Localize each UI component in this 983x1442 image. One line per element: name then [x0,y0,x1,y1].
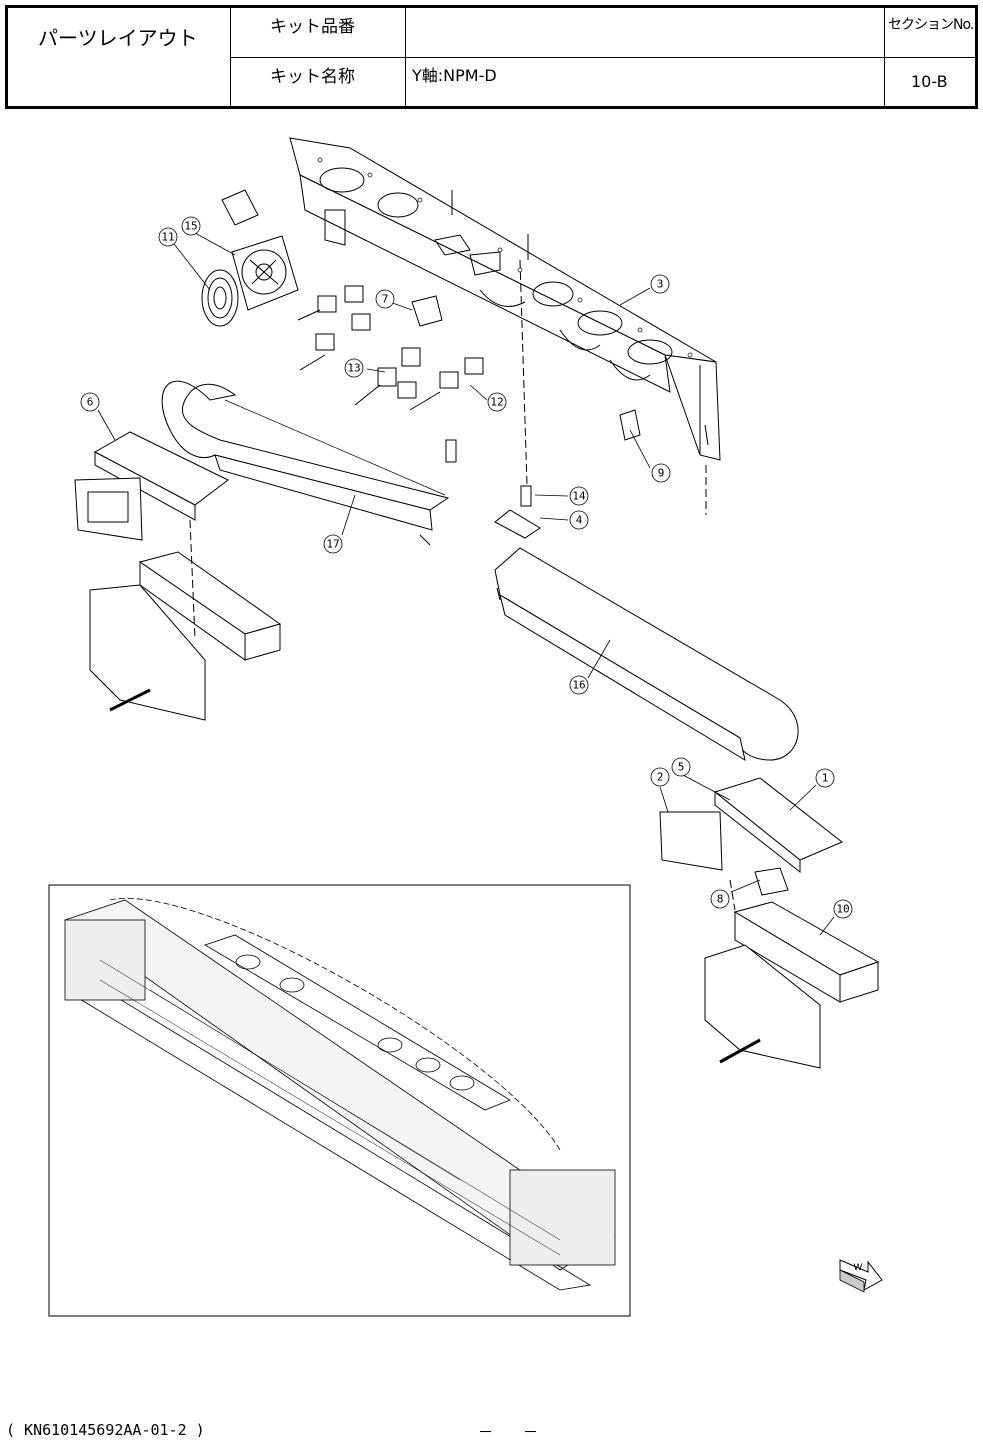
callout-label-4: 4 [576,514,583,527]
callout-label-8: 8 [717,893,724,906]
callout-label-6: 6 [87,396,94,409]
callout-label-16: 16 [572,679,585,692]
direction-arrow: W [840,1260,882,1292]
bracket-7 [412,296,442,326]
callout-label-12: 12 [490,396,503,409]
slider-base-right [660,778,842,895]
callout-label-15: 15 [184,220,197,233]
direction-letter: W [854,1263,863,1273]
assembly-inset [49,885,630,1316]
callout-label-7: 7 [382,293,389,306]
callout-label-9: 9 [658,467,665,480]
fan-guard [202,270,238,326]
callout-label-14: 14 [572,490,586,503]
callout-label-5: 5 [678,761,685,774]
y-axis-beam [290,138,720,460]
document-code: ( KN610145692AA-01-2 ) [6,1421,205,1439]
callout-label-3: 3 [657,278,664,291]
callout-label-13: 13 [347,362,360,375]
cable-carrier-17 [162,381,448,530]
small-bracket [222,190,258,225]
cooling-fan [232,236,298,310]
callout-label-2: 2 [657,771,664,784]
callout-label-10: 10 [836,903,849,916]
callout-label-11: 11 [161,231,174,244]
page-number: － － [478,1421,538,1442]
callout-label-17: 17 [326,538,339,551]
cable-carrier-16 [495,548,798,760]
callout-label-1: 1 [822,772,829,785]
